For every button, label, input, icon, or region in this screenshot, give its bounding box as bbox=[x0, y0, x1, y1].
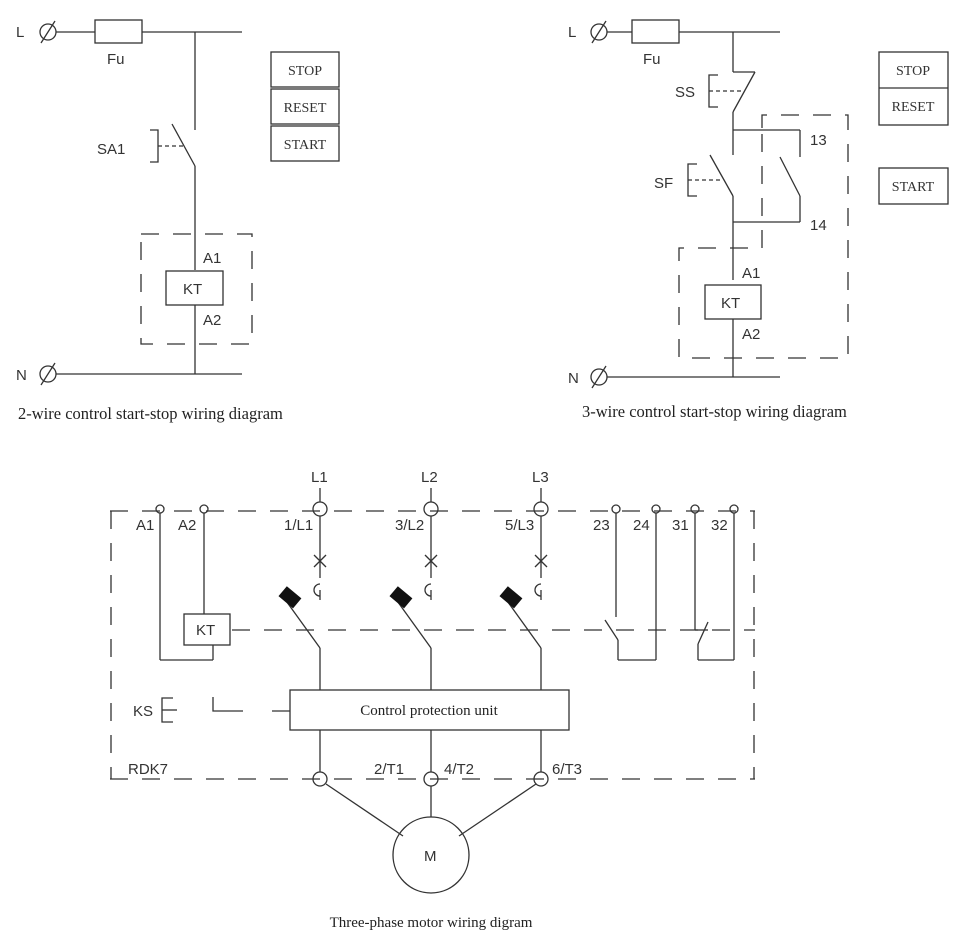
reset-button bbox=[270, 88, 340, 125]
fuse-label: Fu bbox=[107, 51, 125, 68]
line-terminals bbox=[312, 488, 549, 517]
main-contact-l3 bbox=[499, 516, 548, 690]
fuse-symbol bbox=[631, 19, 680, 44]
relay-enclosure bbox=[678, 114, 849, 359]
reset-button-label: RESET bbox=[892, 100, 935, 115]
aux-contact-31-32 bbox=[690, 504, 739, 661]
aux-contact-symbol bbox=[779, 156, 801, 197]
motor-symbol bbox=[392, 816, 470, 894]
three-wire-caption: 3-wire control start-stop wiring diagram bbox=[582, 402, 847, 421]
fuse-symbol bbox=[94, 19, 143, 44]
stop-switch-ss-symbol bbox=[708, 71, 756, 113]
motor-label: M bbox=[424, 848, 437, 865]
coil-terminal-a1: A1 bbox=[136, 517, 154, 534]
terminal-1l1: 1/L1 bbox=[284, 517, 313, 534]
neutral-terminal-symbol bbox=[590, 365, 608, 389]
control-protection-unit bbox=[289, 689, 570, 731]
fuse-label: Fu bbox=[643, 51, 661, 68]
switch-label: SA1 bbox=[97, 141, 125, 158]
coil-kt-symbol bbox=[183, 613, 231, 646]
terminal-2t1: 2/T1 bbox=[374, 761, 404, 778]
coil-terminal-a2: A2 bbox=[178, 517, 196, 534]
start-button-label: START bbox=[284, 138, 327, 153]
stop-switch-label: SS bbox=[675, 84, 695, 101]
aux-contact-14: 14 bbox=[810, 217, 827, 234]
coil-label: KT bbox=[183, 281, 202, 298]
line-terminal-symbol bbox=[39, 20, 57, 44]
stop-button-label: STOP bbox=[288, 64, 322, 79]
coil-terminal-a1: A1 bbox=[742, 265, 760, 282]
coil-kt-symbol bbox=[704, 284, 762, 320]
terminal-6t3: 6/T3 bbox=[552, 761, 582, 778]
line-label: L bbox=[568, 24, 576, 41]
terminal-3l2: 3/L2 bbox=[395, 517, 424, 534]
phase-l3-label: L3 bbox=[532, 469, 549, 486]
neutral-terminal-symbol bbox=[39, 362, 57, 386]
stop-button bbox=[270, 51, 340, 88]
sensor-ks-symbol bbox=[161, 697, 290, 723]
main-contact-l1 bbox=[278, 516, 327, 690]
neutral-label: N bbox=[568, 370, 579, 387]
button-panel: STOP RESET START bbox=[270, 51, 340, 162]
phase-l1-label: L1 bbox=[311, 469, 328, 486]
load-wires bbox=[312, 730, 549, 837]
coil-label: KT bbox=[721, 295, 740, 312]
stop-button-label: STOP bbox=[896, 64, 930, 79]
start-button-label: START bbox=[892, 180, 935, 195]
coil-terminal-a2: A2 bbox=[203, 312, 221, 329]
unit-label: Control protection unit bbox=[360, 703, 498, 719]
aux-terminal-32: 32 bbox=[711, 517, 728, 534]
phase-l2-label: L2 bbox=[421, 469, 438, 486]
start-switch-sf-symbol bbox=[687, 154, 734, 197]
neutral-label: N bbox=[16, 367, 27, 384]
terminal-5l3: 5/L3 bbox=[505, 517, 534, 534]
three-wire-diagram: L Fu SS SF 13 14 bbox=[568, 19, 949, 421]
coil-terminal-a2: A2 bbox=[742, 326, 760, 343]
coil-label: KT bbox=[196, 622, 215, 639]
start-switch-label: SF bbox=[654, 175, 673, 192]
start-button bbox=[878, 167, 949, 205]
button-panel: STOP RESET START bbox=[878, 51, 949, 205]
three-phase-diagram: L1 L2 L3 1/L1 3/L2 5/L3 bbox=[110, 469, 755, 931]
coil-terminals bbox=[155, 504, 214, 661]
coil-terminal-a1: A1 bbox=[203, 250, 221, 267]
switch-sa1-symbol bbox=[150, 123, 196, 167]
terminal-4t2: 4/T2 bbox=[444, 761, 474, 778]
two-wire-diagram: L Fu SA1 A1 KT A2 N STOP bbox=[16, 19, 340, 423]
line-label: L bbox=[16, 24, 24, 41]
aux-terminal-23: 23 bbox=[593, 517, 610, 534]
line-terminal-symbol bbox=[590, 20, 608, 44]
aux-terminal-31: 31 bbox=[672, 517, 689, 534]
sensor-label: KS bbox=[133, 703, 153, 720]
coil-enclosure bbox=[140, 233, 253, 345]
reset-button-label: RESET bbox=[284, 101, 327, 116]
three-phase-caption: Three-phase motor wiring digram bbox=[330, 915, 533, 931]
aux-contact-23-24 bbox=[604, 504, 661, 661]
aux-contact-13: 13 bbox=[810, 132, 827, 149]
main-contact-l2 bbox=[389, 516, 438, 690]
aux-terminal-24: 24 bbox=[633, 517, 650, 534]
start-button bbox=[270, 125, 340, 162]
device-label: RDK7 bbox=[128, 761, 168, 778]
two-wire-caption: 2-wire control start-stop wiring diagram bbox=[18, 404, 283, 423]
